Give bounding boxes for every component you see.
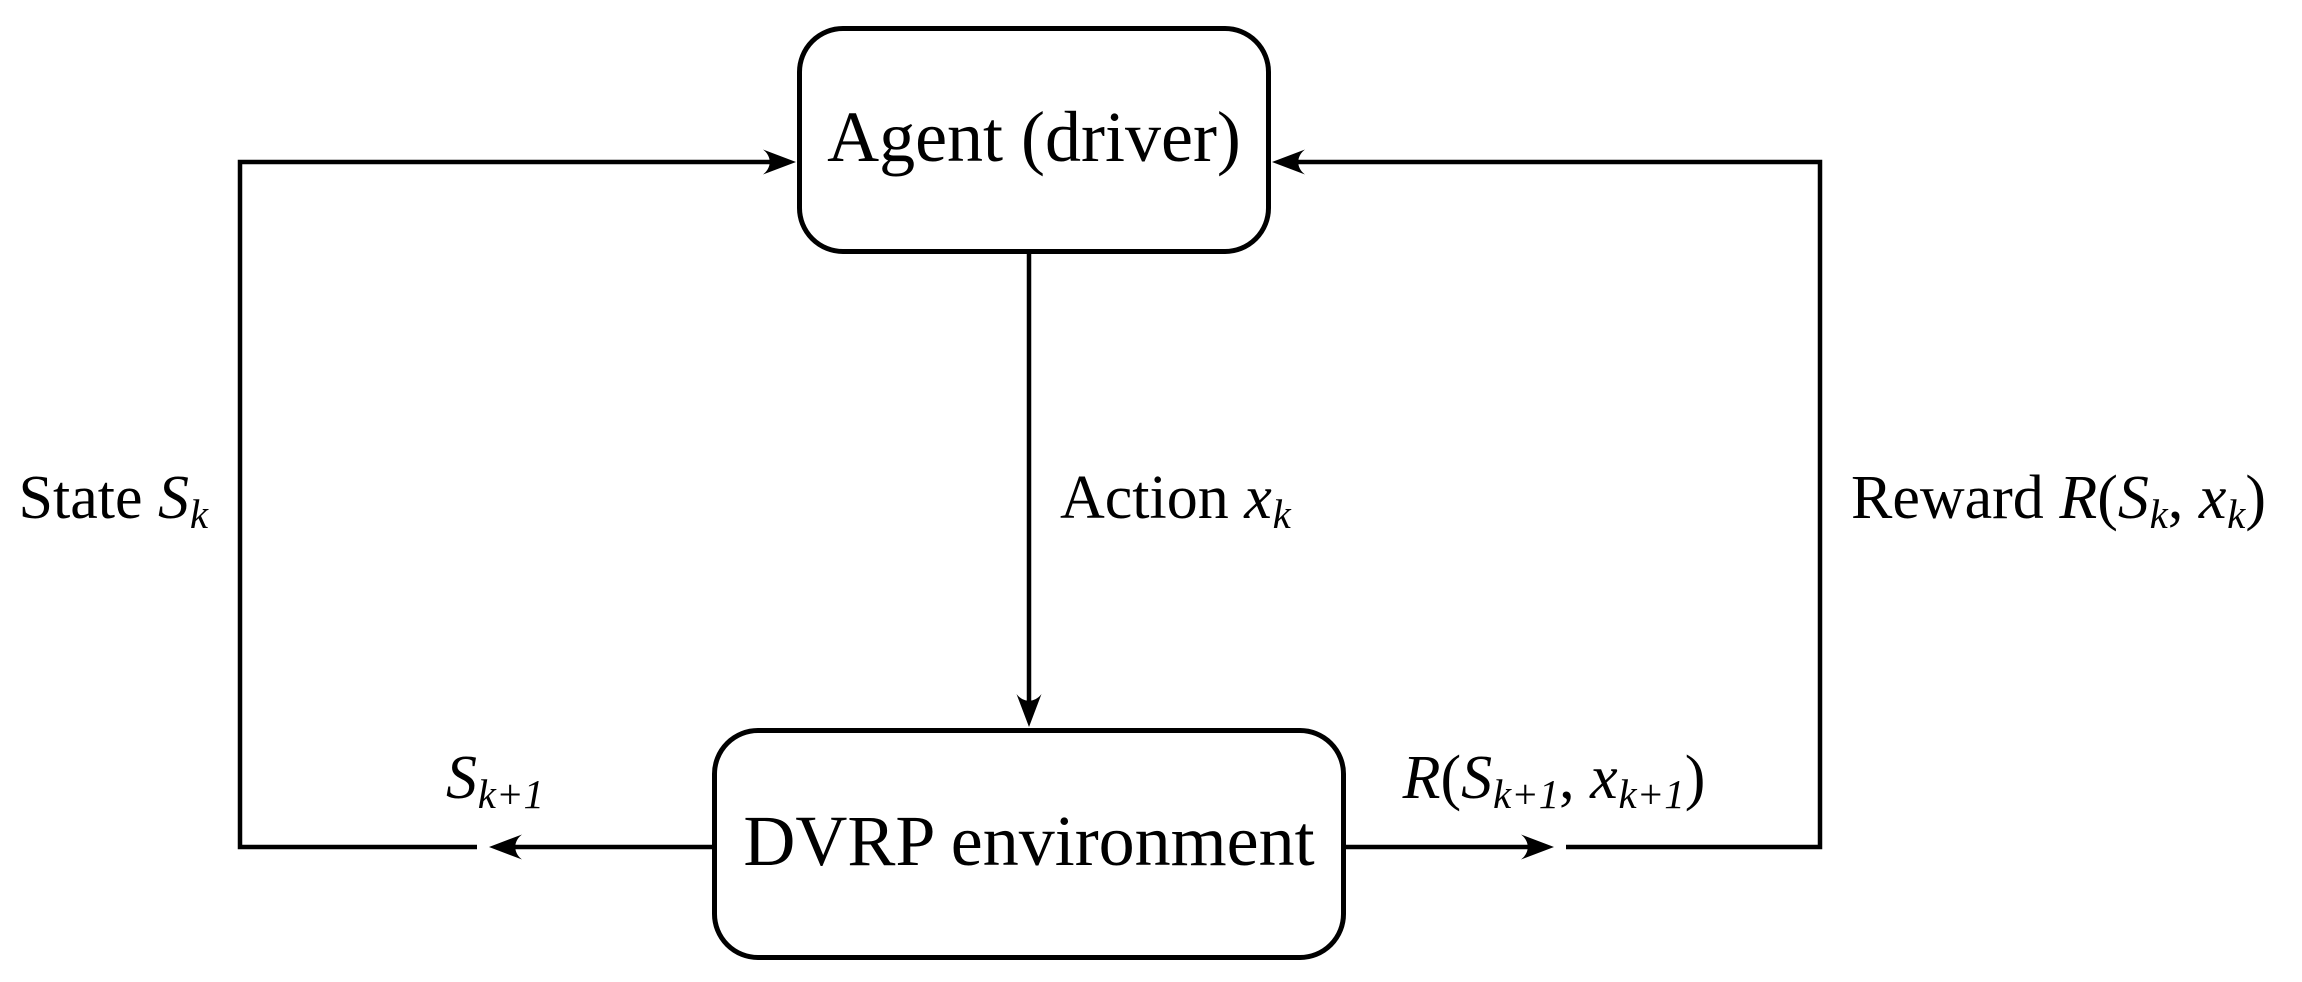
environment-box-label: DVRP environment xyxy=(743,801,1315,881)
math-segment-sub: k+1 xyxy=(1618,771,1685,817)
math-segment-sub: k xyxy=(1272,491,1291,537)
math-segment-var: S xyxy=(445,744,477,812)
math-segment-plain: , xyxy=(2167,464,2199,532)
math-segment-plain: ( xyxy=(2097,464,2118,532)
next-state-arrowhead xyxy=(489,834,522,860)
math-segment-sub: k xyxy=(189,491,208,537)
math-segment-plain: State xyxy=(18,464,159,532)
reward-edge-label: Reward R(Sk, xk) xyxy=(1851,464,2266,537)
into-agent-right-arrowhead xyxy=(1272,149,1305,175)
math-segment-var: S xyxy=(2117,464,2149,532)
math-segment-var: R xyxy=(2059,464,2098,532)
math-segment-plain: , xyxy=(1559,744,1591,812)
connector-lines xyxy=(237,159,1823,850)
state-feedback-line xyxy=(237,159,789,850)
agent-box: Agent (driver) xyxy=(797,26,1271,254)
action-edge-label: Action xk xyxy=(1060,464,1291,537)
math-segment-var: S xyxy=(158,464,190,532)
next-reward-arrowhead xyxy=(1521,834,1554,860)
agent-box-label: Agent (driver) xyxy=(827,97,1241,177)
next-reward-edge-label: R(Sk+1, xk+1) xyxy=(1354,744,1754,817)
math-segment-var: x xyxy=(1590,744,1618,812)
math-segment-plain: ) xyxy=(2245,464,2266,532)
math-segment-var: S xyxy=(1461,744,1493,812)
reward-return-line xyxy=(1279,159,1823,850)
math-segment-plain: ( xyxy=(1440,744,1462,812)
arrowheads xyxy=(489,149,1554,860)
math-segment-plain: Reward xyxy=(1851,464,2060,532)
math-segment-var: x xyxy=(2198,464,2227,532)
math-segment-var: x xyxy=(1244,464,1272,532)
next-state-edge-label: Sk+1 xyxy=(395,744,595,817)
into-environment-arrowhead xyxy=(1016,694,1042,727)
math-segment-sub: k xyxy=(2227,491,2246,537)
math-segment-sub: k xyxy=(2149,491,2168,537)
math-segment-plain: ) xyxy=(1684,744,1706,812)
environment-box: DVRP environment xyxy=(712,728,1346,960)
math-segment-var: R xyxy=(1402,744,1441,812)
into-agent-left-arrowhead xyxy=(763,149,796,175)
state-edge-label: State Sk xyxy=(0,464,208,537)
math-segment-plain: Action xyxy=(1060,464,1245,532)
math-segment-sub: k+1 xyxy=(477,771,545,817)
math-segment-sub: k+1 xyxy=(1492,771,1560,817)
